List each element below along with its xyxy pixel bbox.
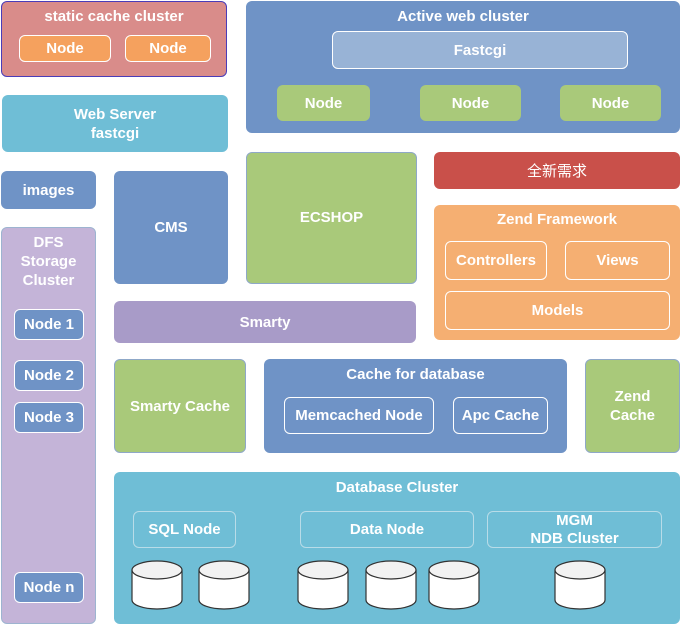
cache-for-database: Cache for database Memcached Node Apc Ca… [264,359,567,453]
apc-cache: Apc Cache [453,397,548,434]
database-cylinder-icon [198,560,250,610]
database-cluster: Database Cluster SQL Node Data Node MGM … [114,472,680,624]
controllers-box: Controllers [445,241,547,280]
web-node-3: Node [560,85,661,121]
smarty-box: Smarty [114,301,416,343]
sql-node: SQL Node [133,511,236,548]
zend-framework-title: Zend Framework [496,211,618,228]
images-label: images [22,181,75,199]
cms-box: CMS [114,171,228,284]
memcached-node: Memcached Node [284,397,434,434]
database-title: Database Cluster [335,479,459,496]
web-node-2: Node [420,85,521,121]
zend-cache-box: Zend Cache [585,359,680,453]
database-cylinder-icon [297,560,349,610]
mgm-label: MGM [556,511,593,529]
cache-db-title: Cache for database [346,366,485,383]
static-cache-cluster: static cache cluster Node Node [1,1,227,77]
smarty-cache-label: Smarty Cache [129,397,231,415]
new-requirement-label: 全新需求 [526,163,587,180]
database-cylinder-icon [554,560,606,610]
ecshop-box: ECSHOP [246,152,417,284]
dfs-node-n: Node n [14,572,84,603]
ndb-cluster-label: NDB Cluster [530,529,619,547]
fastcgi-box: Fastcgi [332,31,628,69]
static-node-2: Node [125,35,211,62]
images-box: images [1,171,96,209]
zend-cache-line-2: Cache [609,407,656,424]
web-server-sub: fastcgi [90,124,140,142]
smarty-label: Smarty [239,313,291,331]
database-cylinder-icon [428,560,480,610]
static-node-1: Node [19,35,111,62]
database-cylinder-icon [131,560,183,610]
dfs-storage-cluster: DFS Storage Cluster Node 1 Node 2 Node 3… [1,227,96,624]
database-cylinder-icon [365,560,417,610]
views-box: Views [565,241,670,280]
data-node: Data Node [300,511,474,548]
mgm-ndb-cluster: MGM NDB Cluster [487,511,662,548]
ecshop-label: ECSHOP [299,209,364,226]
dfs-node-2: Node 2 [14,360,84,391]
dfs-node-3: Node 3 [14,402,84,433]
web-server-label: Web Server [73,105,157,123]
web-server: Web Server fastcgi [2,95,228,152]
dfs-line-2: Storage [20,253,77,270]
zend-cache-line-1: Zend [614,388,651,405]
active-web-title: Active web cluster [397,8,529,25]
dfs-title: DFS Storage Cluster [2,233,95,290]
smarty-cache-box: Smarty Cache [114,359,246,453]
new-requirement-box: 全新需求 [434,152,680,189]
dfs-line-1: DFS [33,234,64,251]
cms-label: CMS [154,219,188,236]
dfs-node-1: Node 1 [14,309,84,340]
models-box: Models [445,291,670,330]
active-web-cluster: Active web cluster Fastcgi Node Node Nod… [246,1,680,133]
zend-framework: Zend Framework Controllers Views Models [434,205,680,340]
web-node-1: Node [277,85,370,121]
dfs-line-3: Cluster [22,272,75,289]
static-cache-title: static cache cluster [44,8,184,25]
